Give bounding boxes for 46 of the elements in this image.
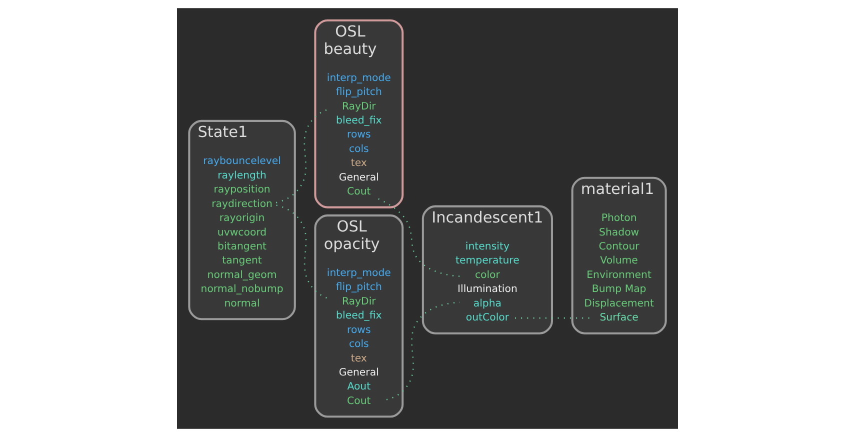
node-text: bleed_fix bbox=[336, 115, 382, 126]
node-text: bitangent bbox=[217, 241, 266, 252]
node-text: Cout bbox=[346, 186, 370, 198]
node-text: rows bbox=[346, 324, 370, 336]
node-text: rayorigin bbox=[218, 213, 264, 224]
node-text: Cout bbox=[346, 396, 370, 407]
node-text: tex bbox=[350, 158, 366, 170]
node-text: color bbox=[474, 270, 500, 281]
node-text: General bbox=[338, 172, 378, 184]
node-text: normal_nobump bbox=[200, 284, 283, 296]
node-text: tex bbox=[350, 353, 366, 364]
node-text: rows bbox=[346, 130, 370, 141]
node-text: Volume bbox=[600, 256, 638, 267]
node-text: normal bbox=[224, 298, 260, 310]
node-text: temperature bbox=[455, 256, 519, 267]
node-text: interp_mode bbox=[326, 72, 390, 84]
connector bbox=[378, 198, 460, 278]
node-text: tangent bbox=[222, 256, 262, 267]
node-text: intensity bbox=[464, 241, 509, 252]
node-text: Photon bbox=[600, 213, 636, 224]
node-text: Shadow bbox=[598, 227, 639, 238]
node-text: General bbox=[338, 368, 378, 379]
node-text: RayDir bbox=[341, 296, 376, 308]
connector bbox=[386, 302, 460, 400]
node-text: Displacement bbox=[584, 298, 654, 310]
node-text: raylength bbox=[217, 170, 266, 182]
node-text: Surface bbox=[599, 312, 638, 324]
node-text: raybouncelevel bbox=[202, 156, 281, 168]
node-text: flip_pitch bbox=[335, 282, 382, 294]
node-text: cols bbox=[348, 144, 368, 155]
node-text: raydirection bbox=[211, 198, 272, 210]
node-text: bleed_fix bbox=[336, 310, 382, 322]
node-text: flip_pitch bbox=[335, 87, 382, 98]
node-text: interp_mode bbox=[326, 268, 390, 279]
node-text: Environment bbox=[586, 270, 651, 281]
node-text: rayposition bbox=[213, 184, 270, 196]
node-text: uvwcoord bbox=[216, 227, 266, 238]
node-text: alpha bbox=[472, 298, 502, 310]
node-text: cols bbox=[348, 339, 368, 350]
node-text: Aout bbox=[346, 382, 370, 393]
node-text: normal_geom bbox=[206, 270, 276, 281]
node-text: RayDir bbox=[341, 101, 376, 112]
node-text: Bump Map bbox=[591, 284, 646, 296]
node-text: Contour bbox=[598, 241, 639, 252]
node-text: Illumination bbox=[457, 284, 517, 296]
node-text: outColor bbox=[465, 312, 509, 324]
